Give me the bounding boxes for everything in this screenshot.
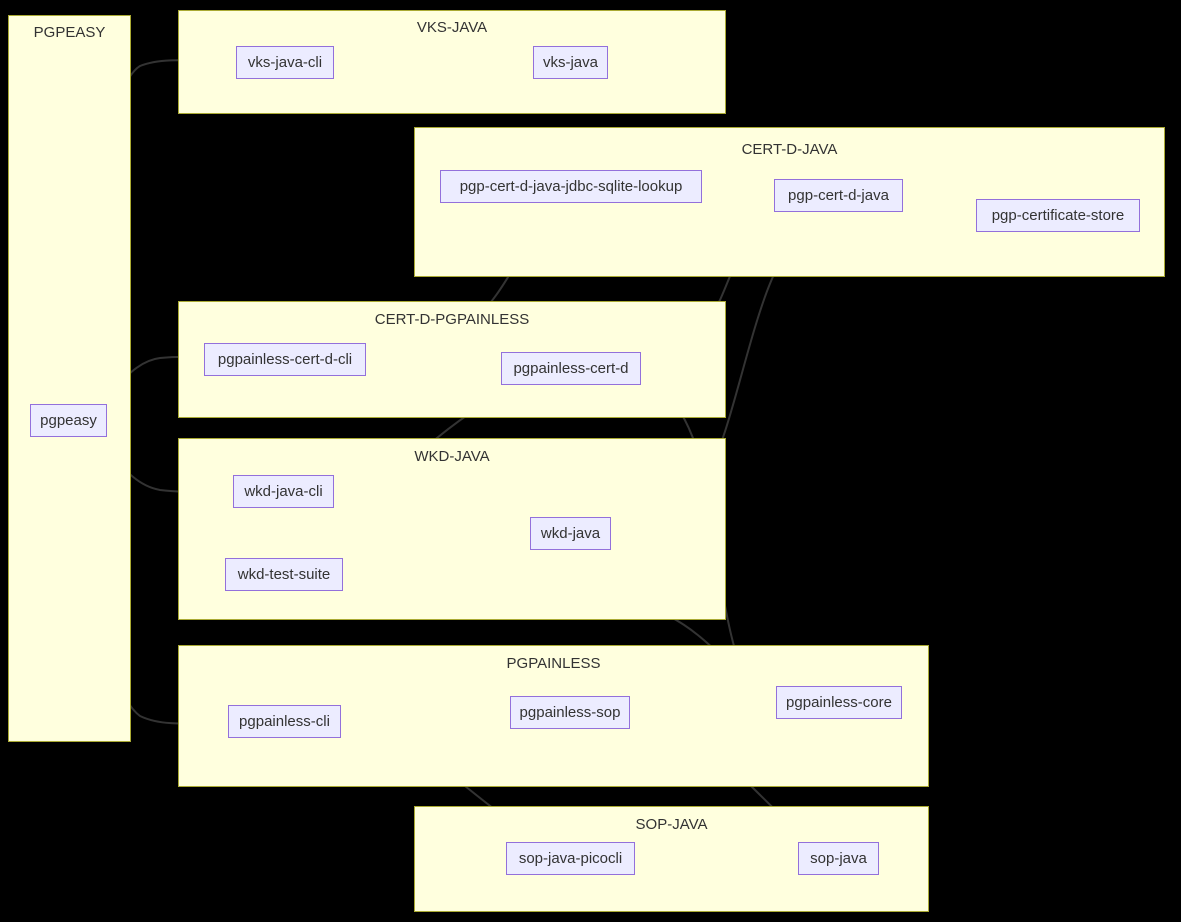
cluster-label-wkd-java: WKD-JAVA [414,448,490,465]
cluster-label-pgpainless: PGPAINLESS [506,655,601,672]
cluster-label-cert-d-pgpainless: CERT-D-PGPAINLESS [374,311,530,328]
node-label-wkd-test-suite: wkd-test-suite [237,566,331,583]
node-pgpainless-core[interactable]: pgpainless-core [776,686,902,719]
node-label-vks-java: vks-java [542,54,598,71]
node-pgpeasy[interactable]: pgpeasy [30,404,107,437]
node-pgpainless-sop[interactable]: pgpainless-sop [510,696,630,729]
cluster-label-sop-java: SOP-JAVA [635,816,708,833]
node-wkd-test-suite[interactable]: wkd-test-suite [225,558,343,591]
cluster-wkd-java: WKD-JAVA [178,438,726,620]
node-pgp-certificate-store[interactable]: pgp-certificate-store [976,199,1140,232]
node-pgpainless-cert-d-cli[interactable]: pgpainless-cert-d-cli [204,343,366,376]
node-label-pgpainless-cli: pgpainless-cli [239,713,330,730]
node-label-pgp-certificate-store: pgp-certificate-store [991,207,1125,224]
node-label-pgpainless-core: pgpainless-core [786,694,892,711]
node-vks-java-cli[interactable]: vks-java-cli [236,46,334,79]
node-label-pgp-cert-d-java-jdbc-sqlite-lookup: pgp-cert-d-java-jdbc-sqlite-lookup [459,178,683,195]
node-label-wkd-java-cli: wkd-java-cli [244,483,323,500]
node-label-sop-java: sop-java [810,850,867,867]
node-label-pgp-cert-d-java: pgp-cert-d-java [788,187,889,204]
node-label-sop-java-picocli: sop-java-picocli [518,850,623,867]
node-vks-java[interactable]: vks-java [533,46,608,79]
node-wkd-java-cli[interactable]: wkd-java-cli [233,475,334,508]
node-sop-java[interactable]: sop-java [798,842,879,875]
node-label-wkd-java: wkd-java [540,525,601,542]
cluster-label-cert-d-java: CERT-D-JAVA [741,141,838,158]
node-pgpainless-cert-d[interactable]: pgpainless-cert-d [501,352,641,385]
node-label-pgpainless-cert-d: pgpainless-cert-d [513,360,629,377]
cluster-label-pgpeasy: PGPEASY [33,24,106,41]
node-label-vks-java-cli: vks-java-cli [247,54,323,71]
cluster-label-vks-java: VKS-JAVA [416,19,488,36]
node-wkd-java[interactable]: wkd-java [530,517,611,550]
node-label-pgpeasy: pgpeasy [40,412,97,429]
node-label-pgpainless-cert-d-cli: pgpainless-cert-d-cli [217,351,353,368]
node-pgpainless-cli[interactable]: pgpainless-cli [228,705,341,738]
node-pgp-cert-d-java[interactable]: pgp-cert-d-java [774,179,903,212]
node-pgp-cert-d-java-jdbc-sqlite-lookup[interactable]: pgp-cert-d-java-jdbc-sqlite-lookup [440,170,702,203]
cluster-pgpeasy: PGPEASY [8,15,131,742]
node-sop-java-picocli[interactable]: sop-java-picocli [506,842,635,875]
node-label-pgpainless-sop: pgpainless-sop [519,704,621,721]
